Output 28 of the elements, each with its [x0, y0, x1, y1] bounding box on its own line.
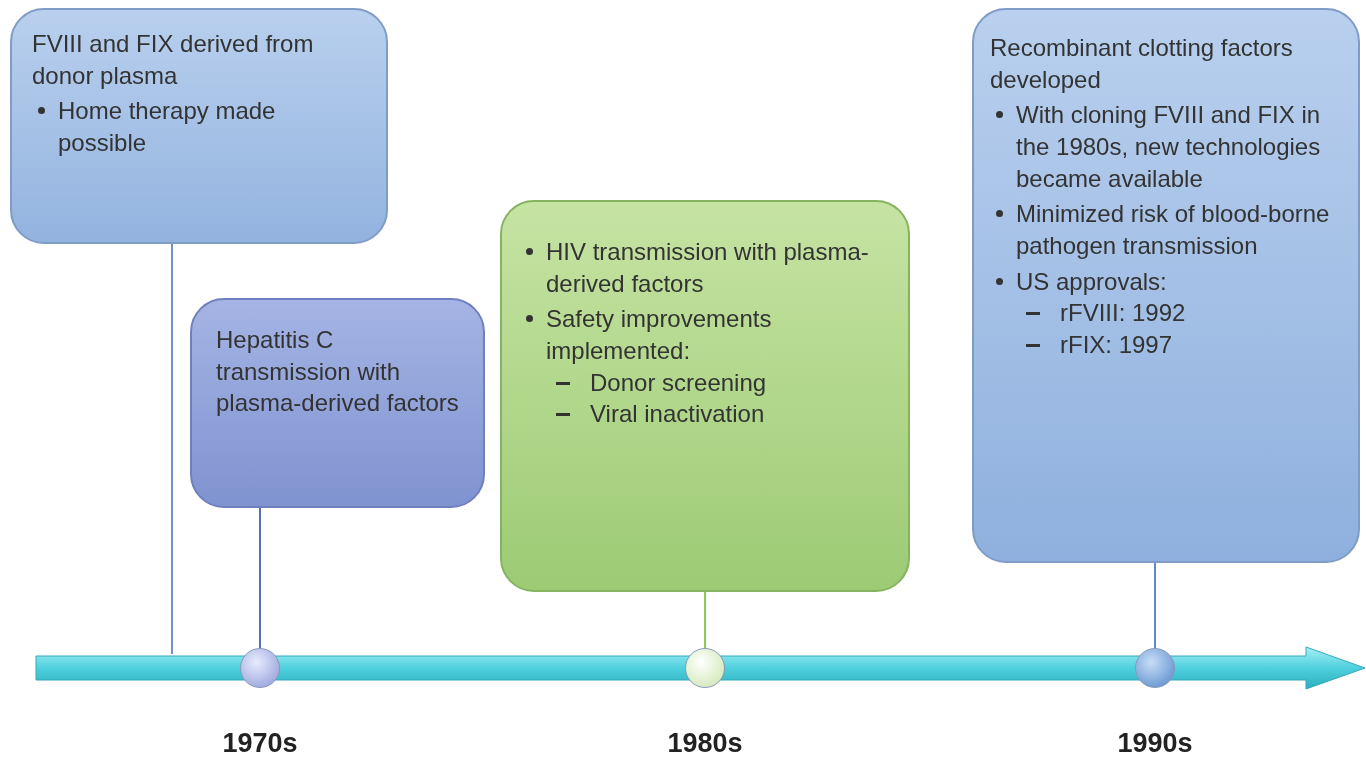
- event-card: [10, 8, 388, 244]
- event-card: [190, 298, 485, 508]
- card-heading: Recombinant clotting factors developed: [990, 33, 1294, 95]
- year-label: 1980s: [667, 728, 743, 759]
- leader-line: [1154, 562, 1156, 649]
- event-card: [972, 8, 1360, 563]
- leader-line: [171, 243, 173, 655]
- sub-bullet-text: rFIX: 1997: [1060, 330, 1174, 361]
- card-heading: FVIII and FIX derived from donor plasma: [32, 29, 315, 91]
- bullet-text: Safety improvements implemented:: [546, 304, 773, 366]
- bullet-text: Home therapy made possible: [58, 96, 277, 158]
- bullet-text: With cloning FVIII and FIX in the 1980s, new technologies became available: [1016, 100, 1322, 194]
- bullet-text: Minimized risk of blood-borne pathogen transmission: [1016, 199, 1331, 262]
- timeline-dot: [685, 648, 725, 688]
- leader-line: [259, 507, 261, 649]
- event-card: [500, 200, 910, 592]
- bullet-text: US approvals:: [1016, 266, 1168, 297]
- timeline-arrow: [35, 646, 1366, 690]
- timeline-dot: [240, 648, 280, 688]
- sub-bullet-text: rFVIII: 1992: [1060, 298, 1187, 329]
- leader-line: [704, 591, 706, 649]
- card-heading: Hepatitis C transmission with plasma-derived factors: [216, 325, 460, 419]
- timeline-dot: [1135, 648, 1175, 688]
- year-label: 1990s: [1117, 728, 1193, 759]
- year-label: 1970s: [222, 728, 298, 759]
- sub-bullet-text: Donor screening: [590, 367, 768, 398]
- bullet-text: HIV transmission with plasma-derived factors: [546, 237, 870, 299]
- sub-bullet-text: Viral inactivation: [590, 399, 766, 430]
